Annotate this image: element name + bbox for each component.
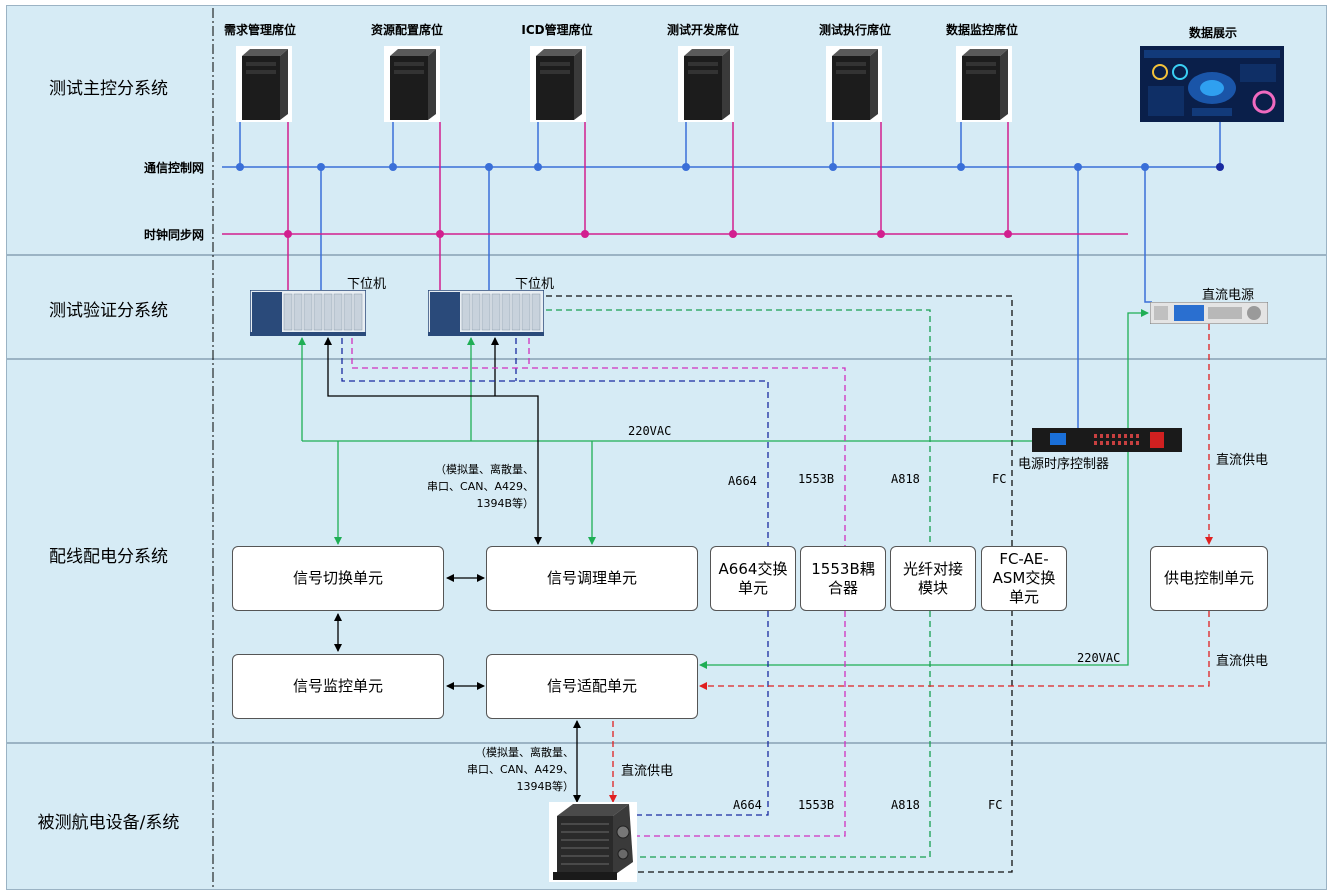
signal-monitor-unit: 信号监控单元	[232, 654, 444, 719]
1553b-bus-label: 1553B	[798, 472, 835, 486]
signal-lines	[324, 337, 581, 803]
display-label: 数据展示	[1188, 26, 1237, 40]
a664-bus-label: A664	[728, 474, 757, 488]
clock-network-lines	[222, 122, 1128, 290]
lower-computer-label: 下位机	[515, 277, 555, 292]
a818-fiber-lines	[546, 309, 931, 858]
comm-network-label: 通信控制网	[143, 161, 204, 175]
signal-switch-unit: 信号切换单元	[232, 546, 444, 611]
workstation-icon	[236, 46, 292, 122]
seat-label-requirements: 需求管理席位	[223, 23, 296, 37]
band-label-main-control: 测试主控分系统	[49, 79, 168, 99]
workstation-icon	[384, 46, 440, 122]
ac-power-label: 220VAC	[1077, 651, 1121, 665]
power-sequencer-icon	[1032, 428, 1182, 452]
seat-label-resources: 资源配置席位	[370, 23, 443, 37]
workstation-icon	[678, 46, 734, 122]
avionics-device-icon	[549, 802, 637, 882]
fc-bus-label: FC	[988, 798, 1003, 812]
workstation-icon	[530, 46, 586, 122]
a818-bus-label: A818	[891, 798, 920, 812]
workstation-icon	[826, 46, 882, 122]
band-label-wiring-power: 配线配电分系统	[49, 547, 168, 567]
power-control-unit: 供电控制单元	[1150, 546, 1268, 611]
chassis-icon	[250, 290, 366, 336]
signal-adapter-unit: 信号适配单元	[486, 654, 698, 719]
b1553-bus-lines	[351, 338, 846, 837]
band-label-uut: 被测航电设备/系统	[37, 813, 180, 833]
workstation-icon	[956, 46, 1012, 122]
signal-types-note: （模拟量、离散量、 串口、CAN、A429、 1394B等）	[427, 463, 534, 510]
dc-feed-label: 直流供电	[1216, 654, 1269, 669]
clock-network-label: 时钟同步网	[143, 228, 204, 242]
band-main-control	[6, 5, 1327, 255]
fc-bus-label: FC	[992, 472, 1007, 486]
band-verification	[6, 255, 1327, 359]
chassis-icon	[428, 290, 544, 336]
dc-power-supply-icon	[1150, 302, 1268, 324]
dashboard-display-icon	[1140, 46, 1284, 122]
fiber-docking-module: 光纤对接 模块	[890, 546, 976, 611]
a664-switch-unit: A664交换 单元	[710, 546, 796, 611]
signal-conditioning-unit: 信号调理单元	[486, 546, 698, 611]
dc-power-supply-label: 直流电源	[1202, 288, 1255, 303]
band-label-verification: 测试验证分系统	[49, 301, 168, 321]
seat-label-icd: ICD管理席位	[521, 23, 593, 37]
1553b-coupler: 1553B耦 合器	[800, 546, 886, 611]
power-sequencer-label: 电源时序控制器	[1018, 457, 1110, 472]
band-uut	[6, 743, 1327, 890]
signal-types-note: （模拟量、离散量、 串口、CAN、A429、 1394B等）	[467, 746, 574, 793]
dc-feed-label: 直流供电	[1216, 453, 1269, 468]
seat-label-test-dev: 测试开发席位	[666, 23, 739, 37]
a664-bus-label: A664	[733, 798, 762, 812]
1553b-bus-label: 1553B	[798, 798, 835, 812]
dc-feed-label: 直流供电	[621, 764, 674, 779]
clock-network-nodes	[284, 230, 1012, 238]
dc-power-lines	[609, 324, 1213, 803]
fc-ae-asm-switch-unit: FC-AE- ASM交换 单元	[981, 546, 1067, 611]
seat-label-data-monitor: 数据监控席位	[945, 23, 1018, 37]
comm-network-nodes	[236, 163, 1224, 171]
lower-computer-label: 下位机	[347, 277, 387, 292]
a818-bus-label: A818	[891, 472, 920, 486]
ac-power-label: 220VAC	[628, 424, 672, 438]
seat-label-test-exec: 测试执行席位	[818, 23, 891, 37]
a664-bus-lines	[341, 338, 769, 816]
